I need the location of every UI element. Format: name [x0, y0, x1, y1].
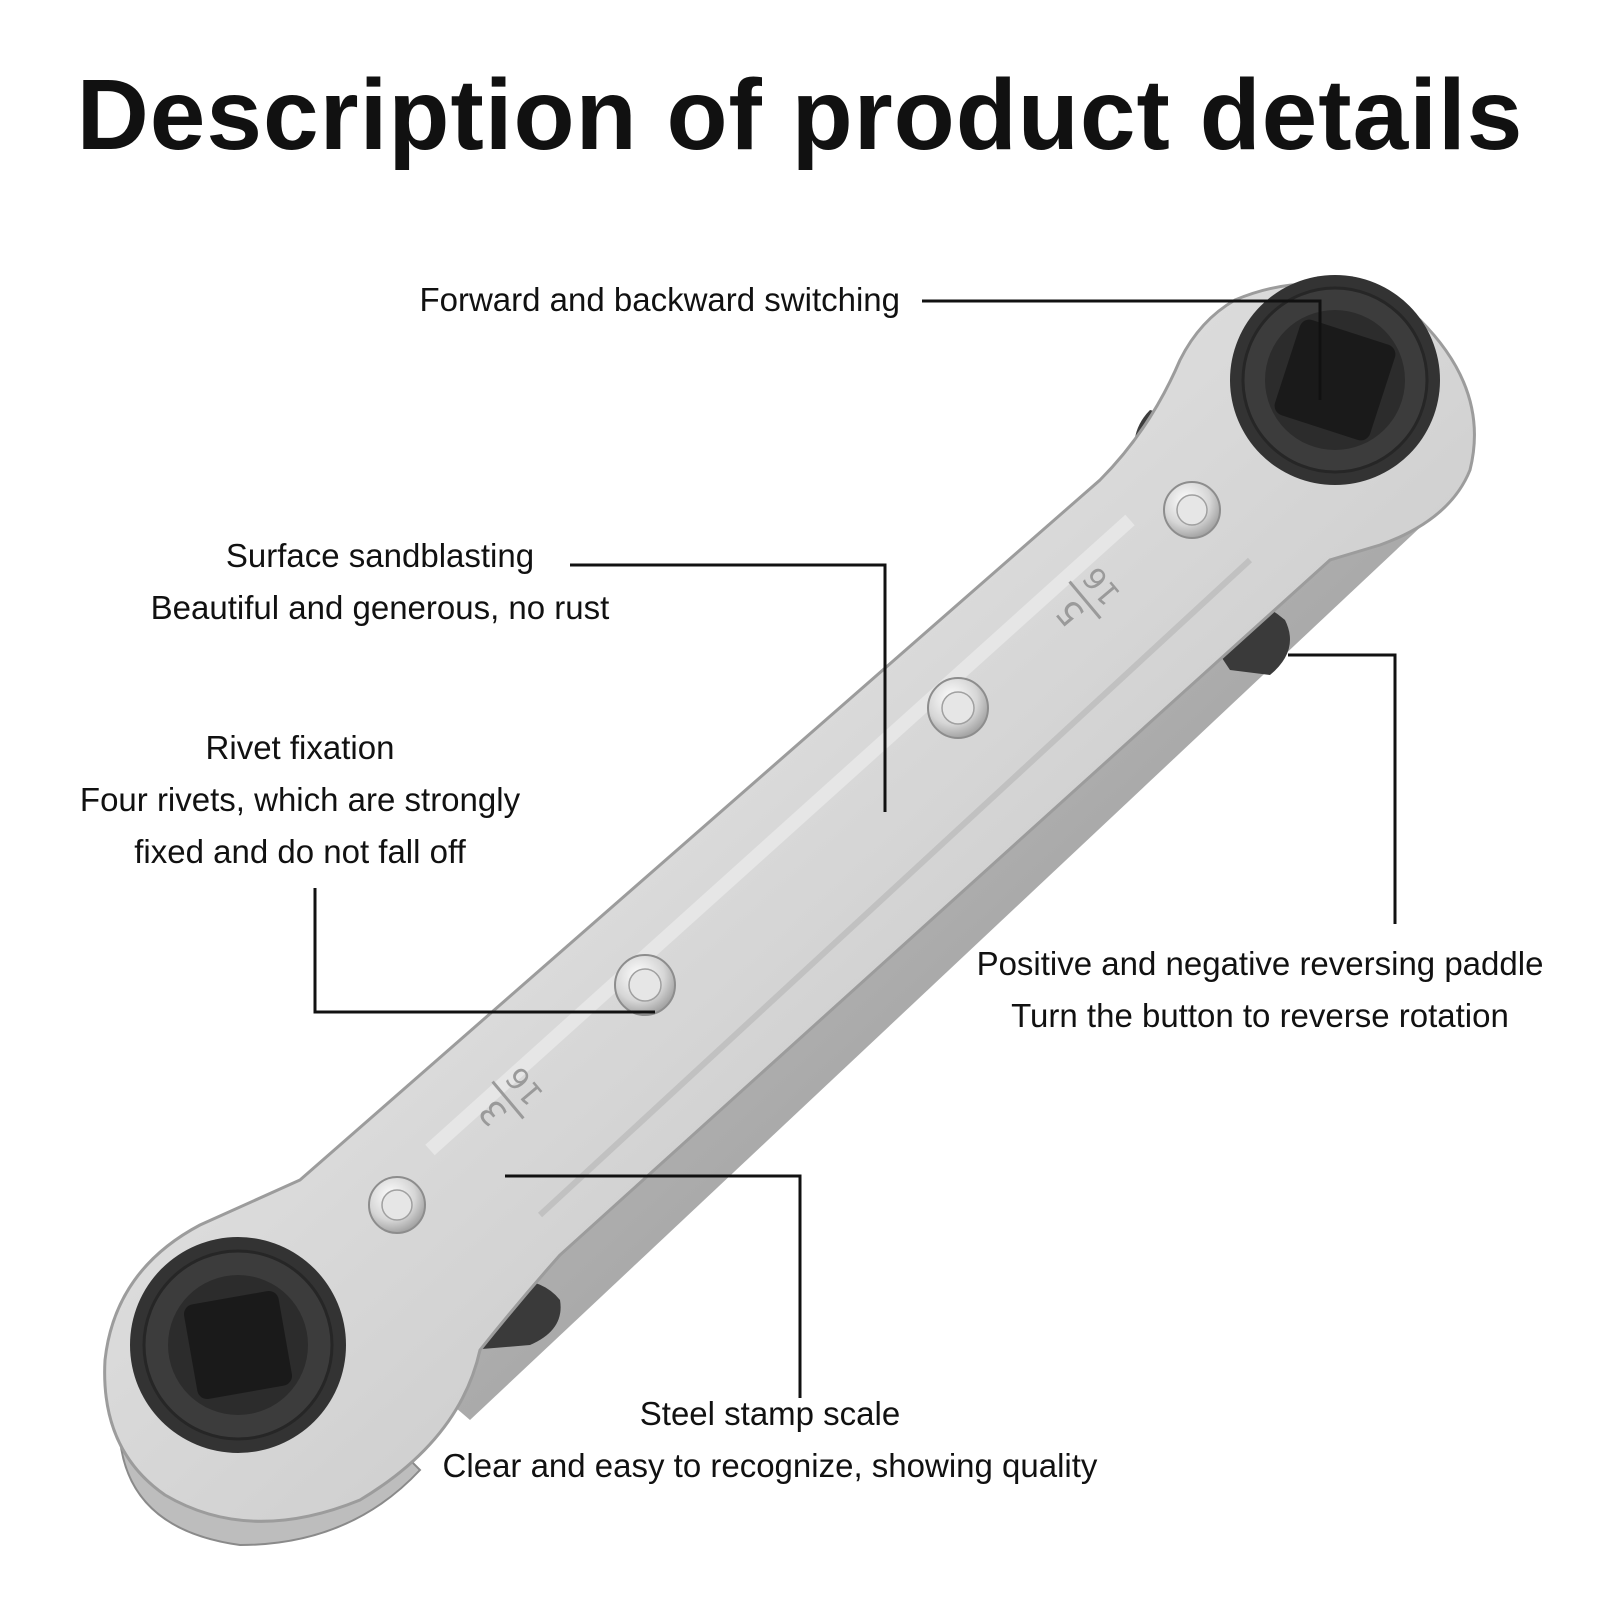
callout-steel-stamp: Steel stamp scale Clear and easy to reco…: [380, 1388, 1160, 1492]
callout-stamp-line2: Clear and easy to recognize, showing qua…: [442, 1447, 1098, 1484]
callout-paddle-line2: Turn the button to reverse rotation: [1011, 997, 1509, 1034]
callout-surface-sandblasting: Surface sandblasting Beautiful and gener…: [80, 530, 680, 634]
leader-lines: [313, 299, 1397, 1398]
callout-forward-line1: Forward and backward switching: [419, 281, 900, 318]
callout-rivet-line3: fixed and do not fall off: [134, 833, 466, 870]
callout-surface-line2: Beautiful and generous, no rust: [150, 589, 610, 626]
rivet: [927, 677, 989, 739]
lower-ratchet-head: [130, 1237, 346, 1453]
callout-rivet-line1: Rivet fixation: [205, 729, 395, 766]
callout-paddle-line1: Positive and negative reversing paddle: [976, 945, 1544, 982]
leader-line-paddle: [1288, 653, 1397, 924]
rivets: [368, 481, 1221, 1234]
page-title: Description of product details: [76, 59, 1524, 171]
wrench-handle: [103, 282, 1476, 1523]
leader-line-rivet: [313, 888, 655, 1014]
rivet: [1163, 481, 1221, 539]
leader-line-surface: [570, 563, 887, 812]
callout-surface-line1: Surface sandblasting: [225, 537, 535, 574]
size-marking-lower: 3 16: [471, 1060, 551, 1134]
upper-ratchet-head: [1230, 275, 1440, 485]
callout-reversing-paddle: Positive and negative reversing paddle T…: [930, 938, 1590, 1042]
rivet: [368, 1176, 426, 1234]
callout-rivet-line2: Four rivets, which are strongly: [79, 781, 521, 818]
leader-line-stamp: [505, 1174, 802, 1398]
callout-stamp-line1: Steel stamp scale: [639, 1395, 901, 1432]
rivet: [614, 954, 676, 1016]
callout-rivet-fixation: Rivet fixation Four rivets, which are st…: [30, 722, 570, 878]
callout-forward-backward: Forward and backward switching: [320, 274, 900, 326]
leader-line-forward: [922, 299, 1322, 400]
